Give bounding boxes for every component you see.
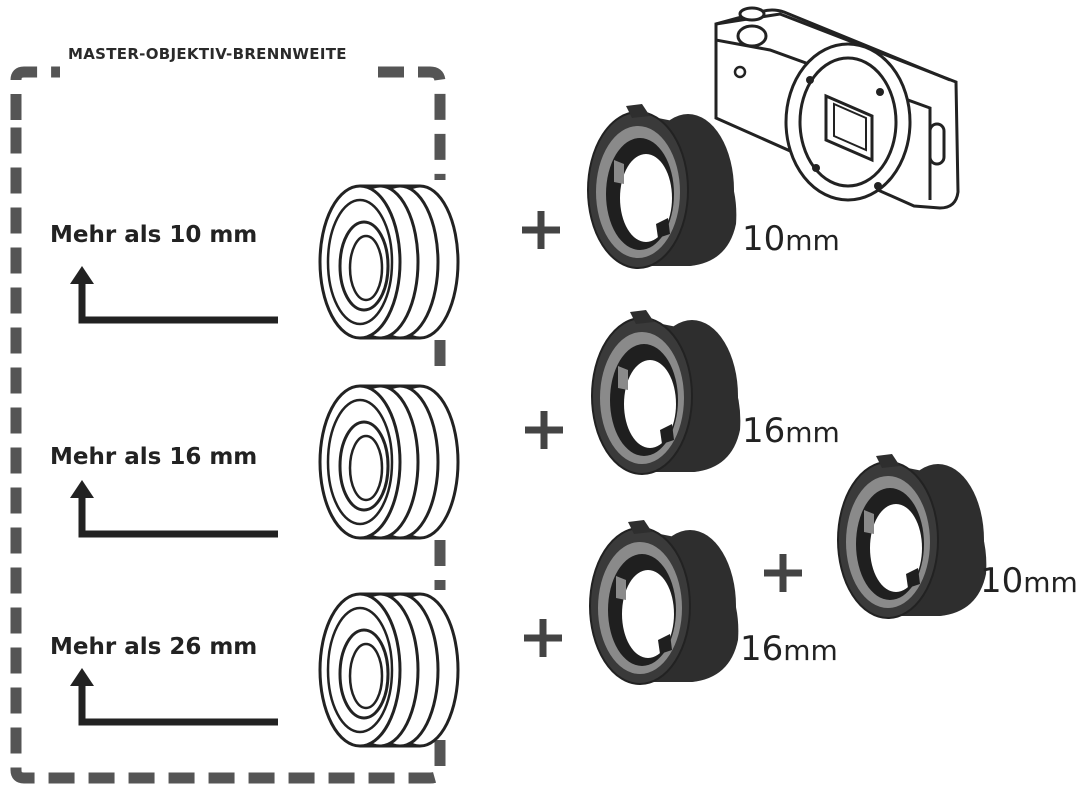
ring-size-label: 10mm (980, 564, 1078, 598)
extension-ring-icon (591, 309, 742, 475)
lens-icon (318, 384, 460, 540)
lens-icon (318, 592, 460, 748)
row-label-10: Mehr als 10 mm (50, 222, 258, 248)
ring-size-unit: mm (783, 634, 838, 667)
extension-ring-icon (589, 519, 740, 685)
arrow-up-icon (70, 480, 278, 534)
ring-size-label: 16mm (742, 414, 840, 448)
master-dashed-border (10, 66, 446, 784)
ring-size-value: 10 (980, 561, 1024, 601)
ring-size-unit: mm (1023, 566, 1078, 599)
plus-icon (764, 554, 802, 592)
arrow-up-icon (70, 266, 278, 320)
ring-size-label: 16mm (740, 632, 838, 666)
ring-size-value: 10 (742, 219, 786, 259)
camera-body-icon (714, 6, 960, 210)
plus-icon (522, 211, 560, 249)
arrow-up-icon (70, 668, 278, 722)
lens-icon (318, 184, 460, 340)
plus-icon (524, 619, 562, 657)
ring-size-label: 10mm (742, 222, 840, 256)
master-focal-length-title: MASTER-OBJEKTIV-BRENNWEITE (68, 45, 347, 63)
ring-size-value: 16 (742, 411, 786, 451)
ring-size-unit: mm (785, 416, 840, 449)
extension-ring-icon (587, 103, 738, 269)
row-label-26: Mehr als 26 mm (50, 634, 258, 660)
plus-icon (525, 411, 563, 449)
row-label-16: Mehr als 16 mm (50, 444, 258, 470)
extension-ring-icon (837, 453, 988, 619)
ring-size-value: 16 (740, 629, 784, 669)
ring-size-unit: mm (785, 224, 840, 257)
